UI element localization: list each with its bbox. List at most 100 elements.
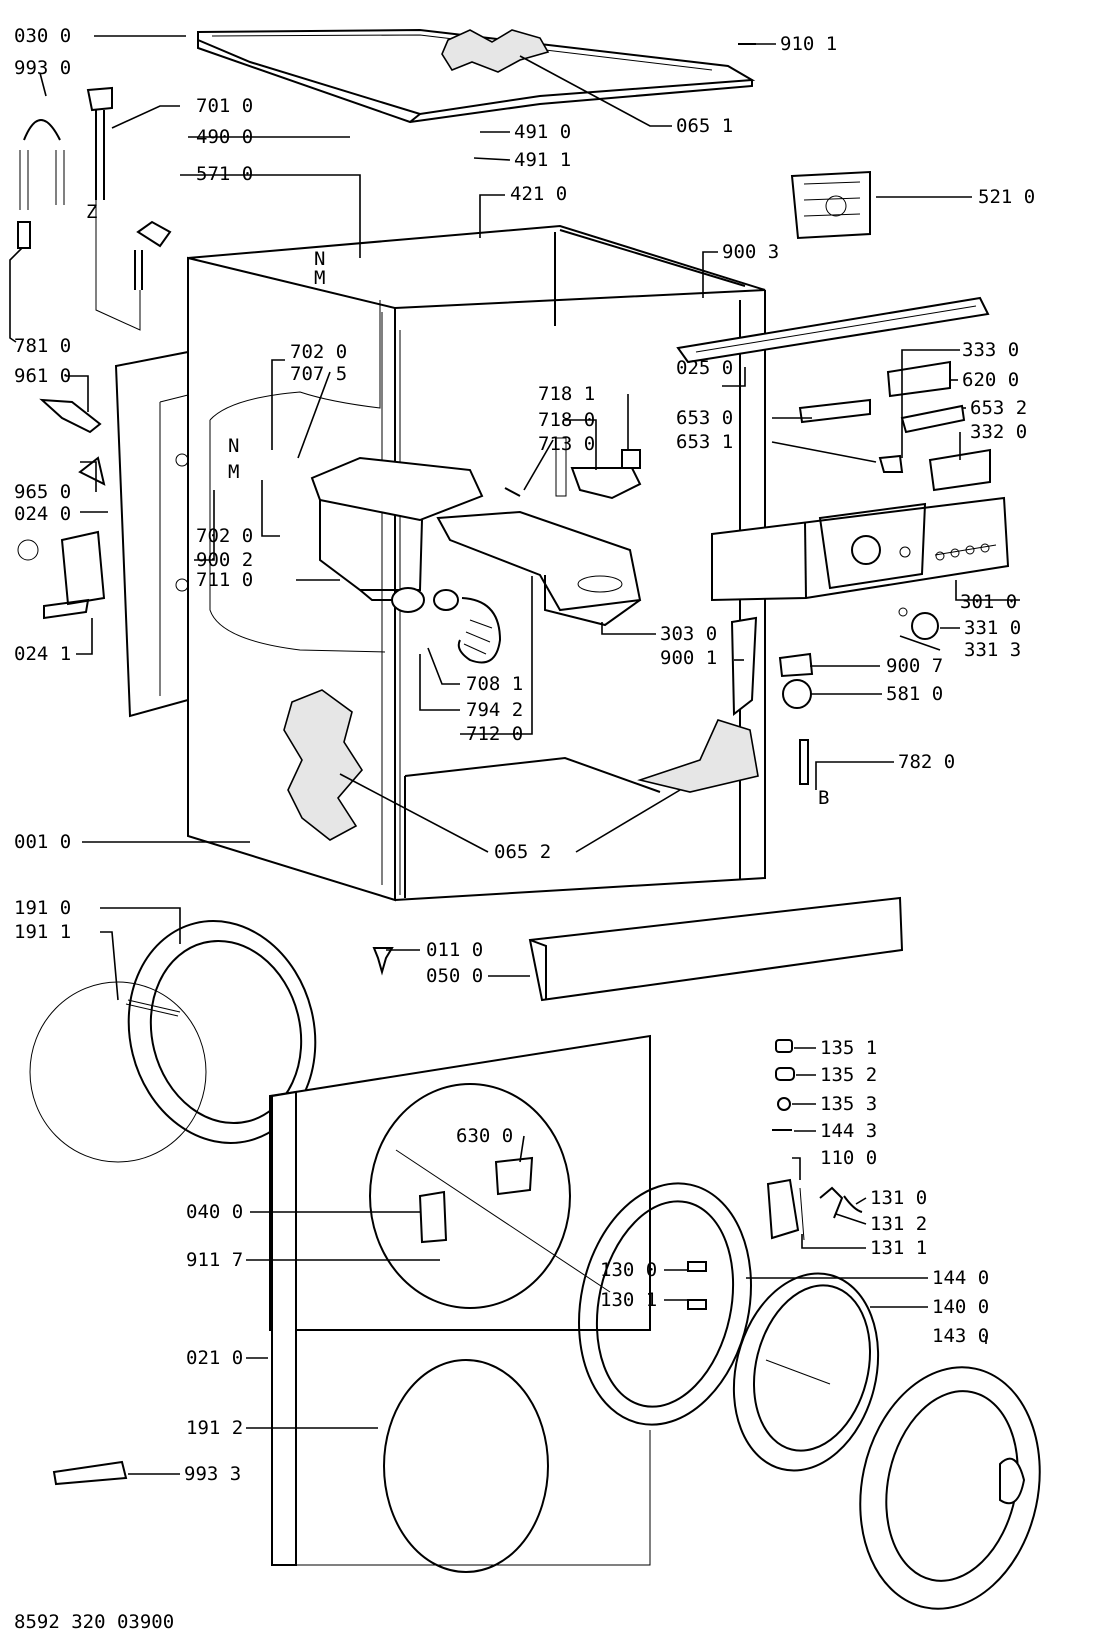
part-label-900-1: 900 1 bbox=[660, 647, 717, 669]
part-label-135-2: 135 2 bbox=[820, 1064, 877, 1086]
part-label-708-1: 708 1 bbox=[466, 673, 523, 695]
door-gasket bbox=[29, 920, 317, 1163]
part-label-303-0: 303 0 bbox=[660, 623, 717, 645]
part-label-301-0: 301 0 bbox=[960, 591, 1017, 613]
part-label-024-1: 024 1 bbox=[14, 643, 71, 665]
part-label-782-0: 782 0 bbox=[898, 751, 955, 773]
part-label-491-1: 491 1 bbox=[514, 149, 571, 171]
door-frame-ring bbox=[578, 1182, 752, 1426]
part-label-718-0: 718 0 bbox=[538, 409, 595, 431]
part-label-630-0: 630 0 bbox=[456, 1125, 513, 1147]
insulation-pad-bottom bbox=[637, 719, 759, 793]
part-label-331-0: 331 0 bbox=[964, 617, 1021, 639]
part-label-707-5: 707 5 bbox=[290, 363, 347, 385]
insulation-pad-top bbox=[441, 29, 550, 73]
letter-m-mid: M bbox=[228, 461, 239, 483]
part-label-571-0: 571 0 bbox=[196, 163, 253, 185]
small-screws bbox=[52, 43, 795, 1486]
position-letters: N M N M Z B bbox=[86, 201, 829, 809]
part-label-001-0: 001 0 bbox=[14, 831, 71, 853]
part-label-065-1: 065 1 bbox=[676, 115, 733, 137]
part-label-065-2: 065 2 bbox=[494, 841, 551, 863]
part-label-024-0: 024 0 bbox=[14, 503, 71, 525]
part-label-900-2: 900 2 bbox=[196, 549, 253, 571]
part-label-911-7: 911 7 bbox=[186, 1249, 243, 1271]
part-label-961-0: 961 0 bbox=[14, 365, 71, 387]
part-label-653-0: 653 0 bbox=[676, 407, 733, 429]
part-label-781-0: 781 0 bbox=[14, 335, 71, 357]
part-label-135-3: 135 3 bbox=[820, 1093, 877, 1115]
part-label-011-0: 011 0 bbox=[426, 939, 483, 961]
part-label-718-1: 718 1 bbox=[538, 383, 595, 405]
front-panel bbox=[269, 1034, 651, 1573]
part-label-144-0: 144 0 bbox=[932, 1267, 989, 1289]
part-label-702-0a: 702 0 bbox=[290, 341, 347, 363]
cabinet bbox=[187, 224, 766, 902]
control-panel bbox=[711, 496, 1010, 602]
part-label-143-0: 143 0 bbox=[932, 1325, 989, 1347]
part-label-332-0: 332 0 bbox=[970, 421, 1027, 443]
letter-b: B bbox=[818, 787, 829, 809]
part-label-521-0: 521 0 bbox=[978, 186, 1035, 208]
part-label-191-1: 191 1 bbox=[14, 921, 71, 943]
part-label-713-0: 713 0 bbox=[538, 433, 595, 455]
part-label-021-0: 021 0 bbox=[186, 1347, 243, 1369]
part-label-110-0: 110 0 bbox=[820, 1147, 877, 1169]
part-label-333-0: 333 0 bbox=[962, 339, 1019, 361]
part-label-491-0: 491 0 bbox=[514, 121, 571, 143]
part-label-900-7: 900 7 bbox=[886, 655, 943, 677]
part-label-712-0: 712 0 bbox=[466, 723, 523, 745]
pressure-switch-group bbox=[730, 454, 939, 785]
part-label-131-1: 131 1 bbox=[870, 1237, 927, 1259]
part-label-794-2: 794 2 bbox=[466, 699, 523, 721]
part-label-135-1: 135 1 bbox=[820, 1037, 877, 1059]
part-label-025-0: 025 0 bbox=[676, 357, 733, 379]
part-label-130-0: 130 0 bbox=[600, 1259, 657, 1281]
electronic-boards bbox=[790, 170, 991, 492]
part-label-130-1: 130 1 bbox=[600, 1289, 657, 1311]
door-glass bbox=[732, 1272, 880, 1472]
parts-drawing bbox=[17, 28, 1041, 1610]
drawing-number: 8592 320 03900 bbox=[14, 1611, 174, 1633]
hoses bbox=[433, 589, 502, 664]
part-label-421-0: 421 0 bbox=[510, 183, 567, 205]
part-label-702-0b: 702 0 bbox=[196, 525, 253, 547]
door-handle bbox=[766, 1178, 863, 1241]
part-label-144-3: 144 3 bbox=[820, 1120, 877, 1142]
part-label-140-0: 140 0 bbox=[932, 1296, 989, 1318]
part-label-900-3: 900 3 bbox=[722, 241, 779, 263]
part-label-711-0: 711 0 bbox=[196, 569, 253, 591]
letter-m-top: M bbox=[314, 267, 325, 289]
part-label-030-0: 030 0 bbox=[14, 25, 71, 47]
letter-z: Z bbox=[86, 201, 97, 223]
part-label-965-0: 965 0 bbox=[14, 481, 71, 503]
part-label-131-0: 131 0 bbox=[870, 1187, 927, 1209]
leader-lines bbox=[9, 35, 1020, 1475]
part-label-191-2: 191 2 bbox=[186, 1417, 243, 1439]
part-label-620-0: 620 0 bbox=[962, 369, 1019, 391]
toe-kick bbox=[372, 896, 904, 1002]
back-panel bbox=[17, 350, 189, 718]
part-label-701-0: 701 0 bbox=[196, 95, 253, 117]
part-label-131-2: 131 2 bbox=[870, 1213, 927, 1235]
part-label-040-0: 040 0 bbox=[186, 1201, 243, 1223]
part-label-993-0: 993 0 bbox=[14, 57, 71, 79]
part-label-050-0: 050 0 bbox=[426, 965, 483, 987]
panel-frame bbox=[676, 296, 990, 364]
part-label-191-0: 191 0 bbox=[14, 897, 71, 919]
part-label-653-2: 653 2 bbox=[970, 397, 1027, 419]
letter-n-top: N bbox=[314, 248, 325, 270]
part-label-490-0: 490 0 bbox=[196, 126, 253, 148]
top-lid bbox=[197, 28, 756, 124]
letter-n-mid: N bbox=[228, 435, 239, 457]
dispenser-assembly bbox=[310, 437, 642, 627]
part-label-653-1: 653 1 bbox=[676, 431, 733, 453]
part-label-331-3: 331 3 bbox=[964, 639, 1021, 661]
part-label-993-3: 993 3 bbox=[184, 1463, 241, 1485]
insulation-pad-side bbox=[283, 689, 363, 841]
outer-door-ring bbox=[859, 1366, 1041, 1610]
part-label-910-1: 910 1 bbox=[780, 33, 837, 55]
left-hose-parts bbox=[17, 86, 172, 331]
part-label-581-0: 581 0 bbox=[886, 683, 943, 705]
